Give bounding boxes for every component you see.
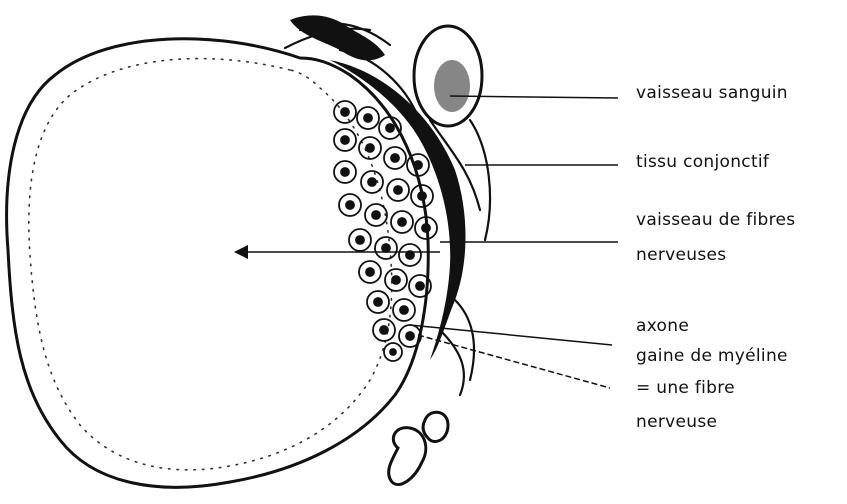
- small-body-2: [423, 412, 448, 441]
- label-une-fibre: = une fibre: [636, 378, 735, 398]
- label-vaisseau-fibres-line2: nerveuses: [636, 245, 726, 265]
- label-axone: axone: [636, 316, 689, 336]
- label-nerveuse: nerveuse: [636, 412, 717, 432]
- interior-arrow-head: [234, 245, 248, 259]
- label-vaisseau-fibres-line1: vaisseau de fibres: [636, 210, 795, 230]
- label-tissu-conjonctif: tissu conjonctif: [636, 152, 769, 172]
- blood-vessel-lumen: [434, 60, 470, 112]
- label-gaine-myeline: gaine de myéline: [636, 346, 788, 366]
- small-body-1: [389, 428, 426, 485]
- connective-tissue-blotch: [290, 15, 385, 60]
- leader-line-vaisseau-sanguin: [450, 96, 618, 98]
- leader-line-gaine-myeline: [418, 335, 610, 388]
- label-vaisseau-sanguin: vaisseau sanguin: [636, 83, 788, 103]
